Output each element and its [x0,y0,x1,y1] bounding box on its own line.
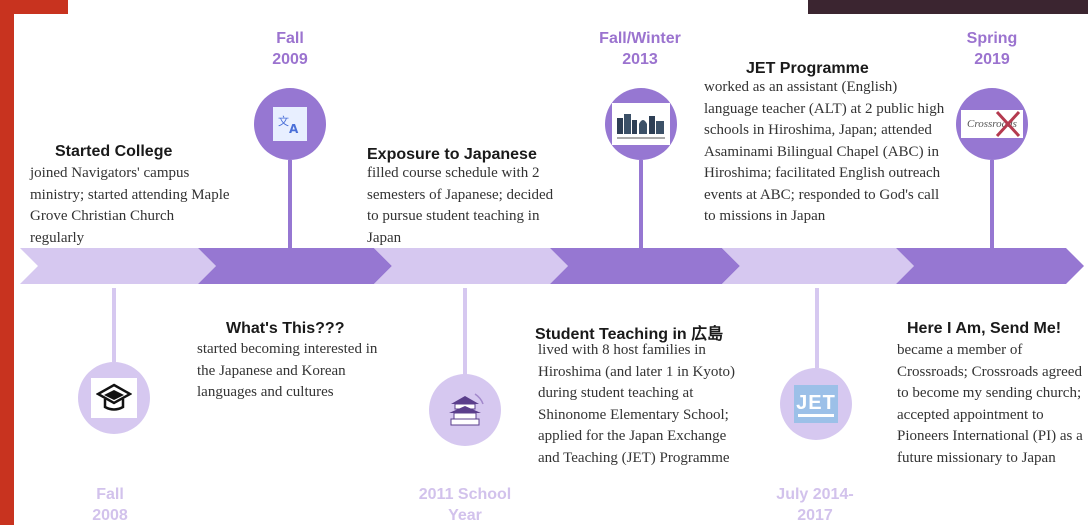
jet-logo-icon: JET [794,385,838,423]
translate-icon: 文 A [273,107,307,141]
jet-logo-text: JET [796,391,836,414]
event-date: July 2014- 2017 [776,486,854,524]
event-title: Here I Am, Send Me! [907,320,1062,337]
event-icon-circle [605,88,677,160]
event-description: lived with 8 host families in Hiroshima … [538,342,736,466]
background-top-right [808,0,1088,14]
event-description: worked as an assistant (English) languag… [704,79,945,224]
band-segment [20,248,216,284]
event-description: joined Navigators' campus ministry; star… [30,165,230,246]
event-title: Student Teaching in 広島 [535,326,724,343]
event-icon-circle: 文 A [254,88,326,160]
svg-text:文: 文 [278,114,289,128]
event-stem [112,288,116,362]
event-stem [463,288,467,376]
band-segment [896,248,1084,284]
event-title: What's This??? [226,320,345,337]
event-description: filled course schedule with 2 semesters … [367,165,554,246]
band-segment [722,248,914,284]
event-title: Exposure to Japanese [367,146,537,163]
band-segment [198,248,392,284]
event-icon-circle [429,374,501,446]
event-description: started becoming interested in the Japan… [197,341,378,400]
event-stem [815,288,819,368]
hiroshima-skyline-icon [612,103,670,145]
event-title: Started College [55,143,173,160]
event-date: Fall 2009 [272,30,308,68]
event-icon-circle [78,362,150,434]
crossroads-logo-icon: Crossroads [961,110,1023,138]
event-stem [639,160,643,248]
background-top-left [0,0,68,14]
japanese-castle-icon [445,390,485,430]
graduation-cap-icon [91,378,137,418]
event-description: became a member of Crossroads; Crossroad… [897,342,1083,466]
event-stem [990,160,994,248]
event-stem [288,160,292,248]
event-date: Spring 2019 [966,30,1018,68]
band-segment [550,248,740,284]
event-icon-circle: JET [780,368,852,440]
event-title: JET Programme [746,60,869,77]
event-date: 2011 School Year [418,486,512,524]
event-date: Fall/Winter 2013 [599,30,681,68]
svg-text:A: A [289,122,299,135]
band-segment [374,248,568,284]
event-date: Fall 2008 [92,486,128,524]
event-icon-circle: Crossroads [956,88,1028,160]
